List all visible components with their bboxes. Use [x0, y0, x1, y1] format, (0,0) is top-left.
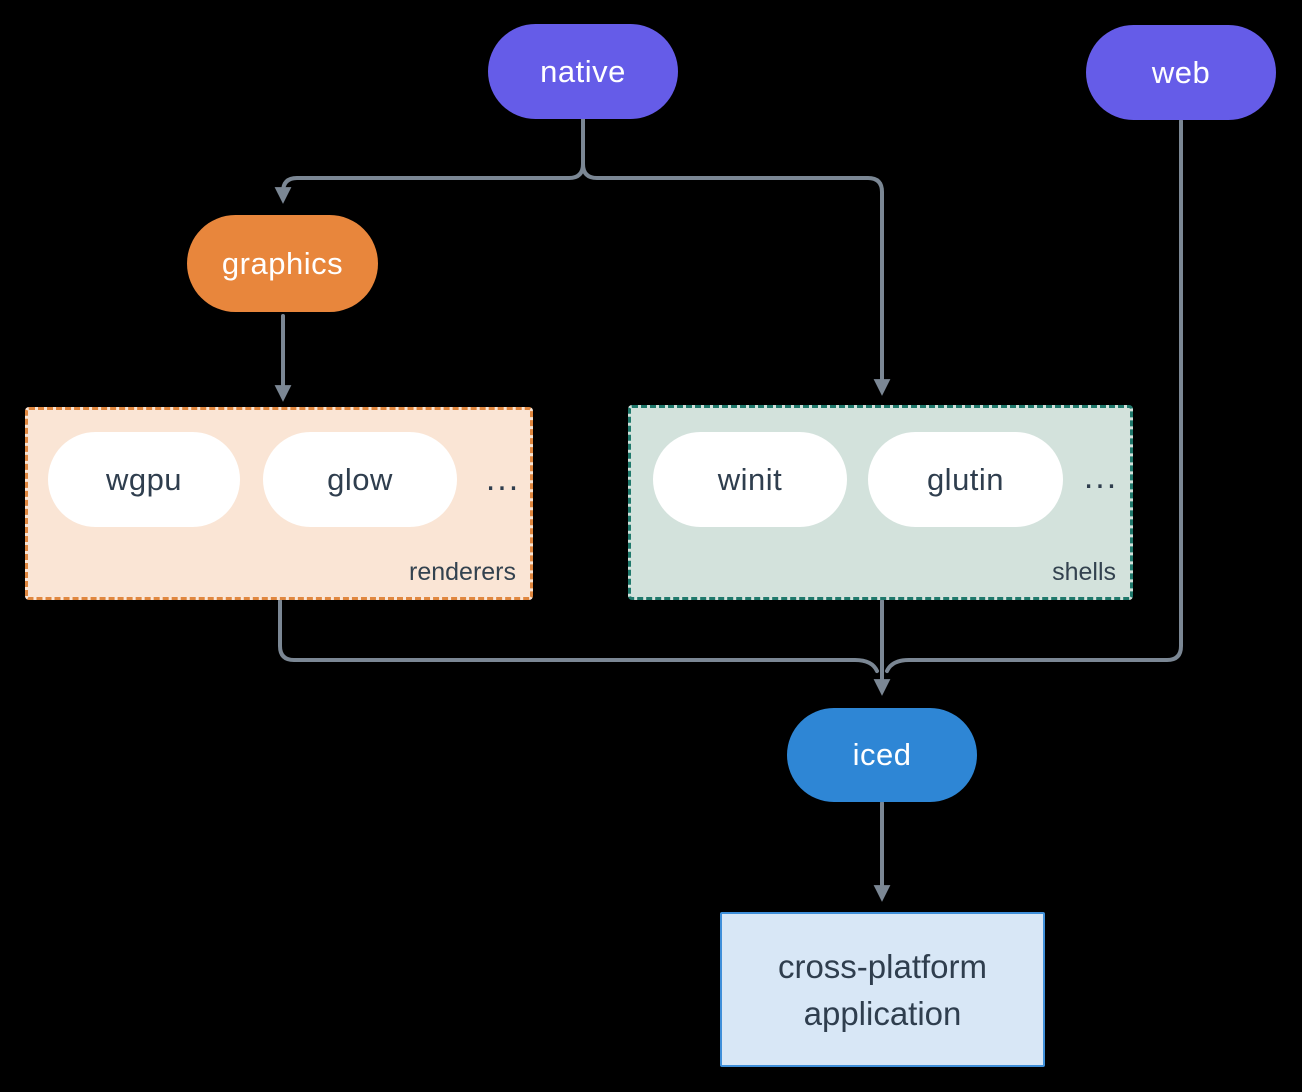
- shells-ellipsis: ...: [1066, 442, 1136, 512]
- node-glutin: glutin: [868, 432, 1063, 527]
- group-shells: winit glutin ... shells: [628, 405, 1133, 600]
- node-application-line2: application: [803, 994, 962, 1032]
- node-winit: winit: [653, 432, 847, 527]
- group-label-renderers: renderers: [409, 558, 516, 586]
- node-iced-label: iced: [852, 737, 912, 772]
- node-wgpu: wgpu: [48, 432, 240, 527]
- node-wgpu-label: wgpu: [105, 461, 183, 497]
- node-graphics: graphics: [187, 215, 378, 312]
- node-application: cross-platform application: [720, 912, 1045, 1067]
- group-renderers: wgpu glow ... renderers: [25, 407, 533, 600]
- edge-native-shells: [581, 118, 891, 396]
- node-web: web: [1086, 25, 1276, 120]
- edge-native-graphics: [274, 118, 585, 204]
- node-native: native: [488, 24, 678, 119]
- renderers-ellipsis: ...: [468, 444, 538, 514]
- group-label-shells: shells: [1052, 558, 1116, 586]
- node-glow-label: glow: [327, 461, 393, 497]
- node-iced: iced: [787, 708, 977, 802]
- node-native-label: native: [540, 53, 626, 89]
- shells-ellipsis-label: ...: [1083, 457, 1119, 496]
- edge-web-iced: [885, 119, 1183, 673]
- node-glow: glow: [263, 432, 457, 527]
- node-web-label: web: [1151, 54, 1211, 90]
- edge-renderers-iced: [278, 599, 879, 673]
- node-graphics-label: graphics: [221, 245, 344, 281]
- node-glutin-label: glutin: [926, 461, 1005, 497]
- renderers-ellipsis-label: ...: [485, 459, 521, 498]
- node-application-line1: cross-platform: [777, 947, 988, 985]
- node-winit-label: winit: [717, 461, 783, 497]
